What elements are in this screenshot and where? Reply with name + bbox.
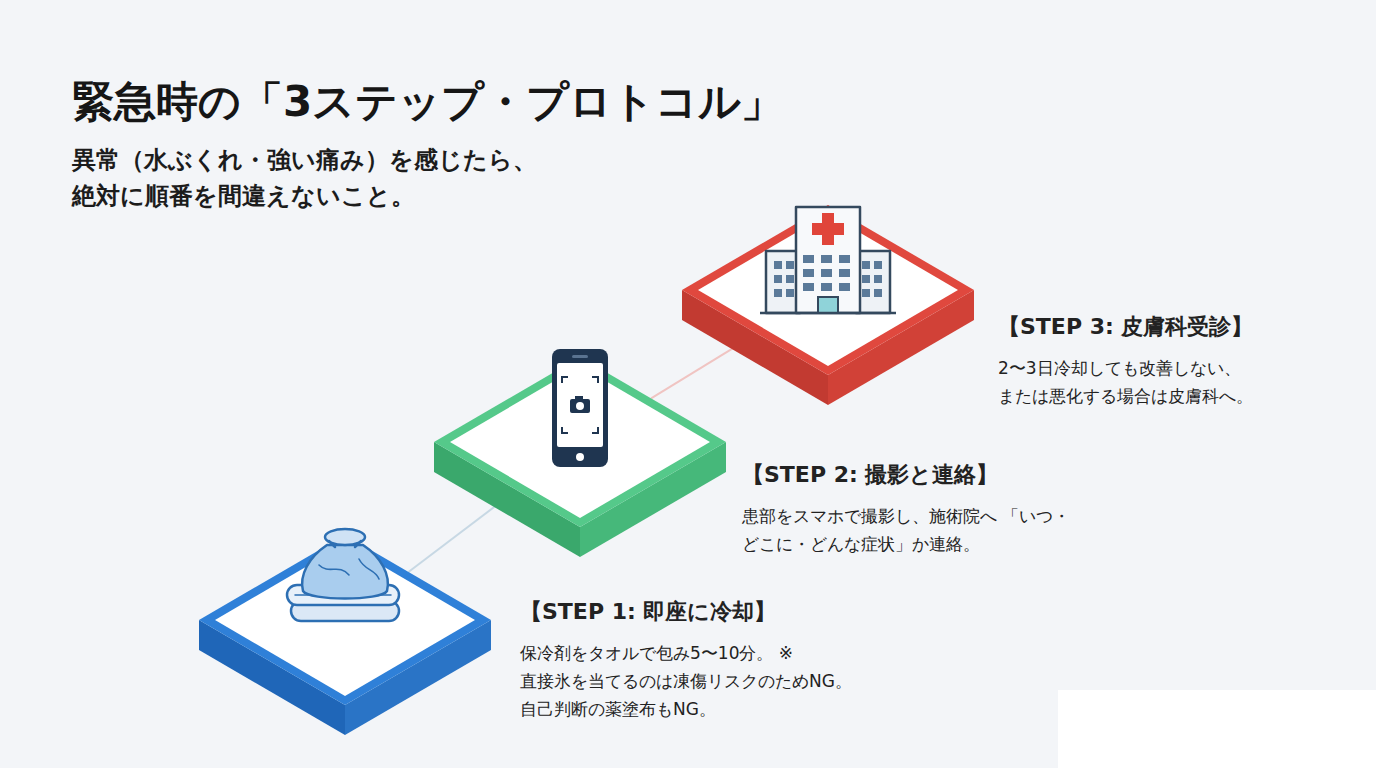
step-heading: 【STEP 3: 皮膚科受診】 bbox=[998, 312, 1308, 342]
step-tile: 【STEP 1: 即座に冷却】保冷剤をタオルで包み5〜10分。 ※直接氷を当てる… bbox=[199, 535, 491, 735]
step-heading: 【STEP 1: 即座に冷却】 bbox=[520, 597, 920, 627]
step-body: 患部をスマホで撮影し、施術院へ 「いつ・どこに・どんな症状」か連絡。 bbox=[742, 502, 1092, 558]
step-body: 2〜3日冷却しても改善しない、 または悪化する場合は皮膚科へ。 bbox=[998, 354, 1308, 410]
step-tile: 【STEP 3: 皮膚科受診】2〜3日冷却しても改善しない、 または悪化する場合… bbox=[682, 205, 974, 405]
step-body: 保冷剤をタオルで包み5〜10分。 ※直接氷を当てるのは凍傷リスクのためNG。 自… bbox=[520, 639, 920, 723]
step-text: 【STEP 2: 撮影と連絡】患部をスマホで撮影し、施術院へ 「いつ・どこに・ど… bbox=[742, 460, 1092, 558]
step-tile: 【STEP 2: 撮影と連絡】患部をスマホで撮影し、施術院へ 「いつ・どこに・ど… bbox=[434, 357, 726, 557]
title: 緊急時の「3ステップ・プロトコル」 bbox=[72, 74, 783, 130]
iso-tile bbox=[682, 205, 974, 405]
iso-tile bbox=[199, 535, 491, 735]
iso-tile bbox=[434, 357, 726, 557]
subtitle: 異常（水ぶくれ・強い痛み）を感じたら、 絶対に順番を間違えないこと。 bbox=[72, 142, 592, 214]
blank-patch bbox=[1058, 690, 1376, 768]
step-text: 【STEP 1: 即座に冷却】保冷剤をタオルで包み5〜10分。 ※直接氷を当てる… bbox=[520, 597, 920, 723]
step-heading: 【STEP 2: 撮影と連絡】 bbox=[742, 460, 1092, 490]
step-text: 【STEP 3: 皮膚科受診】 2〜3日冷却しても改善しない、 または悪化する場合… bbox=[998, 312, 1308, 410]
